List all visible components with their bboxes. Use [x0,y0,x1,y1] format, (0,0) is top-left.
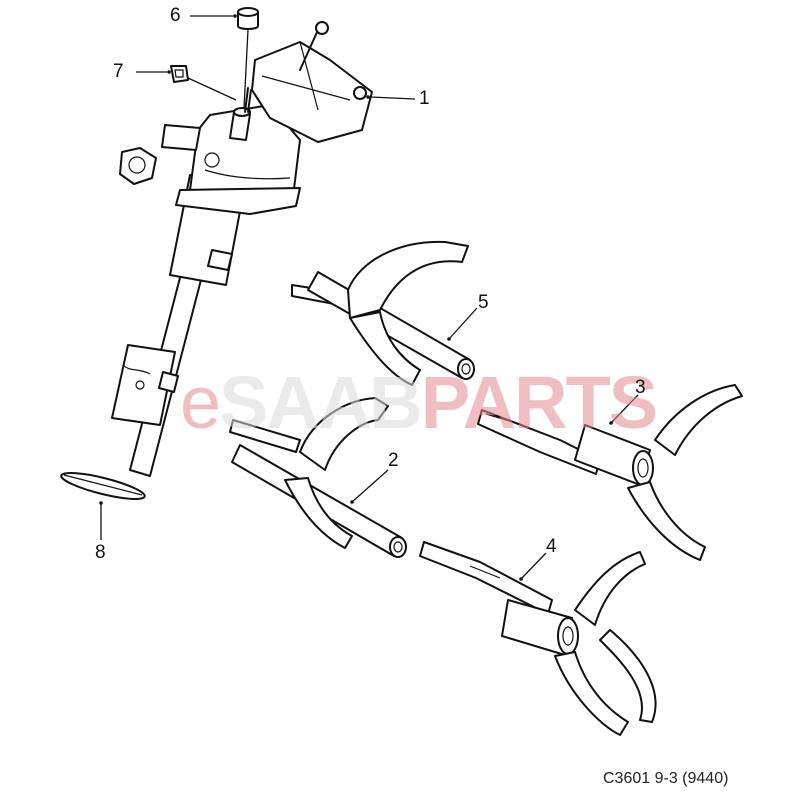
callout-4: 4 [546,536,557,557]
callout-5: 5 [478,292,489,313]
loose-nut [119,147,157,185]
fork-2 [229,397,407,558]
callout-8: 8 [95,542,106,563]
fork-3 [477,384,743,561]
watermark-brand: SAAB [219,361,423,444]
callout-3: 3 [635,377,646,398]
part-8-washer [60,472,146,500]
callout-1: 1 [419,88,430,109]
fork-4 [419,541,657,736]
part-6-cap [237,7,259,109]
part-7-connector [170,65,237,101]
watermark: eSAABPARTS [180,366,658,440]
selector-shaft-assembly [111,21,373,477]
watermark-prefix: e [180,361,221,444]
callout-leaders [99,14,639,581]
watermark-suffix: PARTS [420,361,658,444]
callout-7: 7 [113,61,124,82]
callout-2: 2 [388,450,399,471]
diagram-caption: C3601 9-3 (9440) [603,770,729,787]
fork-5 [291,240,475,386]
callout-6: 6 [170,5,181,26]
